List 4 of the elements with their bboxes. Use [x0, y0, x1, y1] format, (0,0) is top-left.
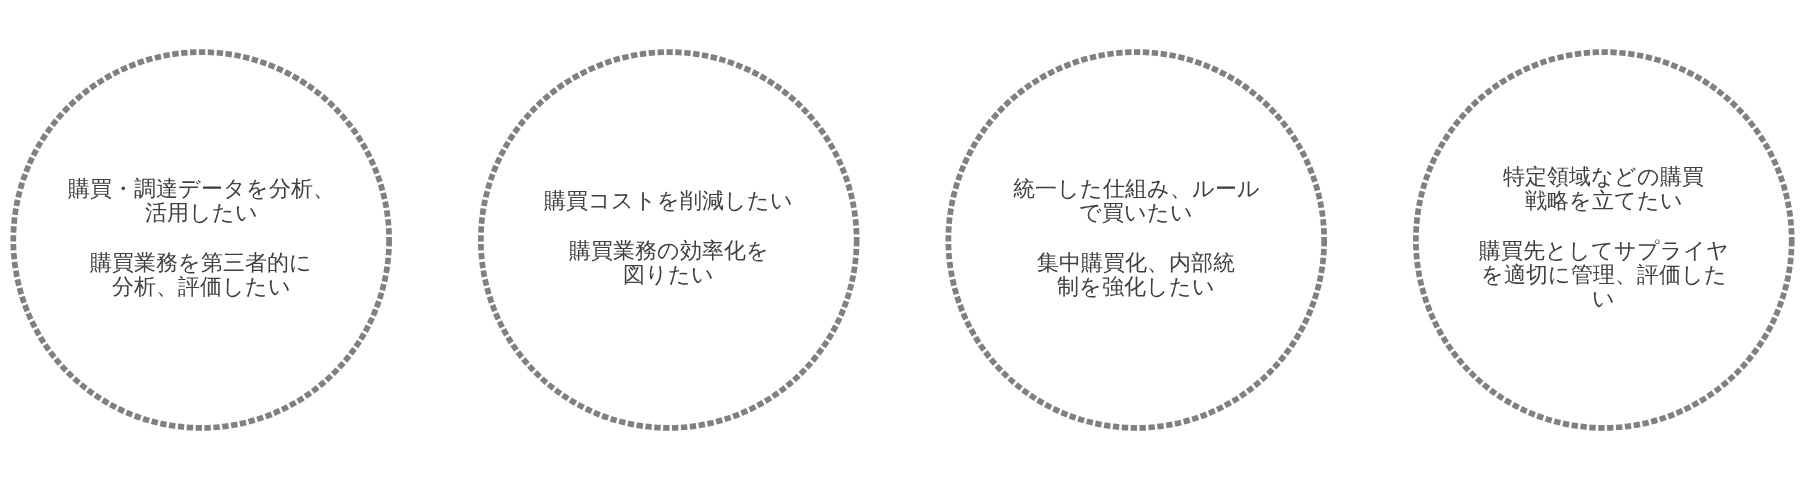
node-circle: 購買・調達データを分析、活用したい 購買業務を第三者的に分析、評価したい [10, 48, 392, 431]
node-circle: 特定領域などの購買戦略を立てたい 購買先としてサプライヤを適切に管理、評価したい [1413, 48, 1795, 431]
node-circle: 統一した仕組み、ルールで買いたい 集中購買化、内部統制を強化したい [945, 48, 1328, 431]
node-circle: 購買コストを削減したい 購買業務の効率化を図りたい [477, 48, 860, 431]
